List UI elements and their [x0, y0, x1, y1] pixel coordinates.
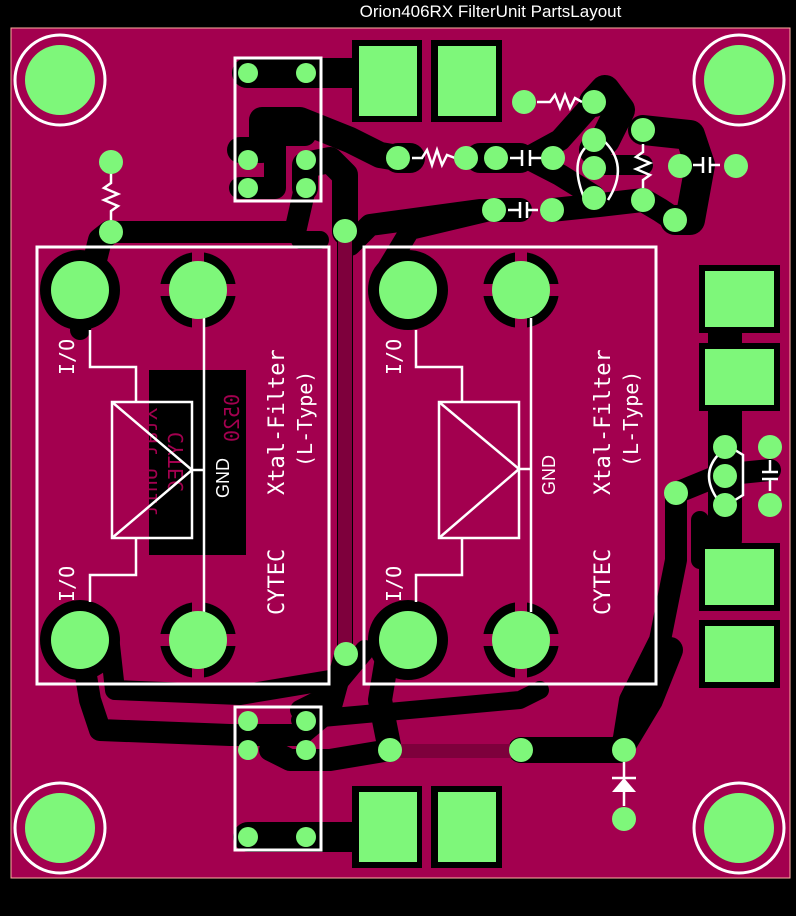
filter-right-io-top: I/O	[382, 339, 406, 375]
mounting-hole-icon	[25, 793, 95, 863]
filter-right-type: (L-Type)	[619, 371, 643, 467]
filter-left-outline	[35, 245, 331, 686]
smd-pad-icon	[359, 46, 417, 116]
filter-right-symbol	[414, 318, 533, 612]
filter-right-maker: CYTEC	[591, 549, 616, 615]
smd-pad-icon	[705, 349, 774, 405]
mounting-hole-icon	[704, 793, 774, 863]
mounting-hole-icon	[25, 45, 95, 115]
component-symbols	[100, 91, 778, 502]
smd-pad-icon	[705, 626, 774, 682]
filter-right-outline	[362, 245, 658, 686]
transistor-icon	[707, 448, 745, 502]
diode-icon	[612, 762, 636, 806]
capacitor-icon	[508, 202, 538, 218]
smd-pad-icon	[705, 549, 774, 605]
filter-right-io-bottom: I/O	[382, 566, 406, 602]
resistor-icon	[100, 172, 122, 222]
resistor-icon	[412, 146, 456, 169]
resistor-icon	[537, 91, 583, 112]
smd-pad-icon	[705, 271, 774, 327]
bottom-trace-horizontal	[400, 744, 515, 758]
relay-top-outline	[233, 56, 323, 203]
pads	[25, 45, 782, 863]
capacitor-icon	[693, 157, 720, 173]
bottom-trace-vertical	[338, 240, 352, 650]
filter-left-maker: CYTEC	[265, 549, 290, 615]
smd-pad-icon	[438, 792, 496, 862]
capacitor-icon	[510, 150, 542, 166]
filter-left-type: (L-Type)	[293, 371, 317, 467]
smd-pad-icon	[359, 792, 417, 862]
filter-left-symbol	[88, 318, 206, 612]
filter-left-io-bottom: I/O	[55, 566, 79, 602]
mounting-hole-icon	[704, 45, 774, 115]
window-title: Orion406RX FilterUnit PartsLayout	[359, 2, 622, 21]
filter-right-name: Xtal-Filter	[591, 349, 616, 495]
bottom-silk-line3: 0520	[220, 394, 244, 442]
resistor-icon	[632, 144, 654, 188]
silkscreen	[13, 33, 786, 875]
bottom-silk-text-3: 0520	[220, 394, 244, 442]
capacitor-icon	[762, 460, 778, 491]
filter-right-gnd: GND	[539, 455, 559, 495]
smd-pad-icon	[438, 46, 496, 116]
filter-left-io-top: I/O	[55, 339, 79, 375]
relay-bottom-outline	[233, 705, 323, 852]
filter-left-gnd: GND	[213, 458, 233, 498]
filter-left-name: Xtal-Filter	[265, 349, 290, 495]
